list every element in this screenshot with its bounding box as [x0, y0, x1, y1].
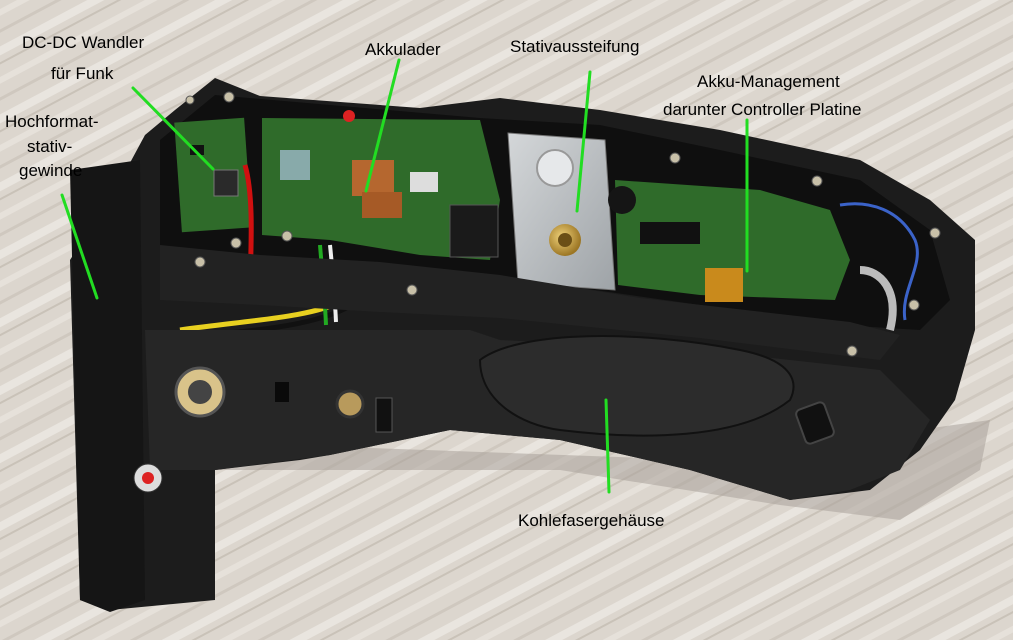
leader-akkulader	[364, 58, 401, 193]
leader-stativ	[575, 70, 592, 213]
label-stativ: Stativaussteifung	[510, 37, 640, 56]
grey-ribbon	[859, 266, 897, 331]
pin-header	[375, 397, 393, 433]
control-dial	[795, 401, 835, 445]
label-dcdc-line2: für Funk	[51, 64, 114, 83]
divider-rib	[160, 245, 900, 360]
dcdc-chip	[190, 145, 204, 155]
battery-mgmt-pcb	[615, 180, 850, 300]
leader-gehaeuse	[604, 398, 611, 494]
blue-twisted-wire	[839, 202, 919, 321]
dcdc-inductor	[213, 169, 239, 197]
leader-hochformat	[60, 193, 99, 300]
label-akkulader: Akkulader	[365, 40, 441, 59]
charger-component-2	[280, 150, 310, 180]
screws	[185, 91, 941, 357]
label-dcdc-line1: DC-DC Wandler	[22, 33, 145, 52]
charger-component-1	[410, 172, 438, 192]
battery-mgmt-chip	[640, 222, 700, 244]
leader-dcdc	[131, 86, 215, 171]
label-hochformat-line3: gewinde	[19, 161, 83, 180]
label-akku-line1: Akku-Management	[697, 72, 840, 91]
slot-opening	[275, 382, 289, 402]
grip-contour	[478, 335, 795, 437]
charger-connector	[449, 204, 499, 258]
label-hochformat-line2: stativ-	[27, 137, 73, 156]
charger-led	[343, 110, 355, 122]
charger-copper-2	[362, 192, 402, 218]
foam-side-wall	[70, 160, 145, 612]
tripod-plate-hole	[536, 149, 574, 187]
label-hochformat-line1: Hochformat-	[5, 112, 99, 131]
tripod-plate	[507, 132, 616, 291]
rotary-switch-center	[142, 472, 154, 484]
battery-mgmt-flex	[705, 268, 743, 302]
tripod-brass-thread	[558, 233, 572, 247]
buzzer	[608, 186, 636, 214]
round-connector-inner	[188, 380, 212, 404]
label-akku-line2: darunter Controller Platine	[663, 100, 862, 119]
dcdc-pcb	[174, 117, 252, 233]
label-gehaeuse: Kohlefasergehäuse	[518, 511, 665, 530]
jack-socket	[335, 389, 365, 419]
